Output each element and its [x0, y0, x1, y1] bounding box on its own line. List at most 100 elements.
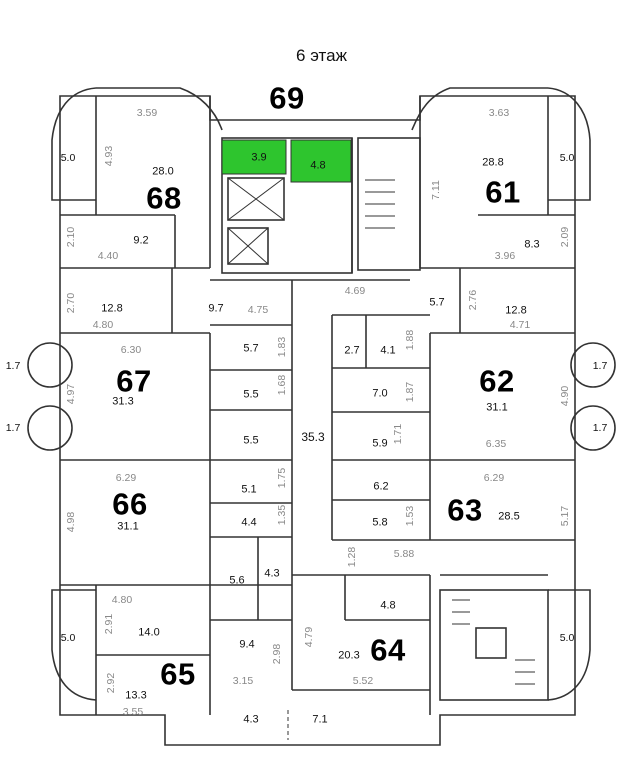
room-area: 4.4: [241, 516, 257, 529]
dimension: 2.09: [558, 226, 571, 248]
corridor-area: 35.3: [301, 430, 325, 444]
apartment-number: 67: [116, 363, 152, 399]
apartment-number: 61: [485, 174, 521, 210]
bay-top-right-2: [411, 87, 548, 131]
room-area: 3.9: [251, 151, 267, 164]
dimension: 4.69: [344, 284, 366, 297]
room-area: 9.7: [208, 302, 224, 315]
dimension: 2.10: [64, 226, 77, 248]
dimension: 5.0: [60, 631, 76, 644]
dimension: 1.7: [5, 421, 21, 434]
dimension: 3.96: [494, 249, 516, 262]
dimension: 7.1: [312, 713, 328, 726]
dimension: 4.3: [243, 713, 259, 726]
room-area: 12.8: [101, 302, 123, 315]
dimension: 4.93: [102, 145, 115, 167]
dimension: 4.80: [92, 318, 114, 331]
room-area: 28.0: [152, 165, 174, 178]
room-area: 9.2: [133, 234, 149, 247]
dimension: 4.40: [97, 249, 119, 262]
floor-title: 6 этаж: [296, 46, 347, 65]
dimension: 2.92: [104, 672, 117, 694]
room-area: 5.5: [243, 434, 259, 447]
dimension: 4.79: [302, 626, 315, 648]
bay-bottom-right: [547, 589, 591, 701]
dimension: 6.35: [485, 437, 507, 450]
dimension: 1.35: [275, 504, 288, 526]
room-area: 9.4: [239, 638, 255, 651]
room-area: 31.1: [117, 520, 139, 533]
room-area: 2.7: [344, 344, 360, 357]
dimension: 6.29: [483, 471, 505, 484]
room-area: 8.3: [524, 238, 540, 251]
dimension: 1.71: [391, 423, 404, 445]
room-area: 12.8: [505, 304, 527, 317]
round-bay: [570, 342, 616, 388]
dimension: 5.17: [558, 505, 571, 527]
dimension: 1.88: [403, 329, 416, 351]
highlight-room: [221, 139, 287, 175]
dimension: 4.98: [64, 511, 77, 533]
dimension: 3.63: [488, 106, 510, 119]
dimension: 1.87: [403, 381, 416, 403]
room-area: 13.3: [125, 689, 147, 702]
dimension: 5.0: [559, 151, 575, 164]
dimension: 2.70: [64, 292, 77, 314]
round-bay: [570, 405, 616, 451]
room-area: 4.8: [380, 599, 396, 612]
dimension: 5.88: [393, 547, 415, 560]
room-area: 5.8: [372, 516, 388, 529]
dimension: 1.28: [345, 546, 358, 568]
dimension: 4.80: [111, 593, 133, 606]
room-area: 5.7: [243, 342, 259, 355]
room-area: 5.6: [229, 574, 245, 587]
bay-top-left-2: [96, 87, 223, 131]
dimension: 3.55: [122, 705, 144, 718]
dimension: 6.29: [115, 471, 137, 484]
room-area: 14.0: [138, 626, 160, 639]
dimension: 1.75: [275, 467, 288, 489]
room-area: 31.1: [486, 401, 508, 414]
apartment-number: 68: [146, 180, 182, 216]
dimension: 2.76: [466, 289, 479, 311]
dimension: 1.68: [275, 374, 288, 396]
dimension: 1.7: [5, 359, 21, 372]
apartment-number: 63: [447, 492, 483, 528]
apartment-number: 69: [269, 80, 305, 116]
round-bay: [27, 405, 73, 451]
dimension: 4.75: [247, 303, 269, 316]
room-area: 20.3: [338, 649, 360, 662]
room-area: 5.7: [429, 296, 445, 309]
dimension: 1.7: [592, 421, 608, 434]
dimension: 6.30: [120, 343, 142, 356]
bay-top-right: [547, 87, 591, 201]
room-area: 4.1: [380, 344, 396, 357]
room-area: 6.2: [373, 480, 389, 493]
room-area: 5.1: [241, 483, 257, 496]
dimension: 7.11: [429, 180, 442, 200]
dimension: 5.0: [60, 151, 76, 164]
room-area: 31.3: [112, 395, 134, 408]
room-area: 5.5: [243, 388, 259, 401]
apartment-number: 64: [370, 632, 406, 668]
apartment-number: 65: [160, 656, 196, 692]
room-area: 7.0: [372, 387, 388, 400]
room-area: 28.8: [482, 156, 504, 169]
dimension: 5.0: [559, 631, 575, 644]
room-area: 4.3: [264, 567, 280, 580]
room-area: 4.8: [310, 159, 326, 172]
room-area: 5.9: [372, 437, 388, 450]
dimension: 3.59: [136, 106, 158, 119]
dimension: 4.97: [64, 383, 77, 405]
dimension: 1.53: [403, 505, 416, 527]
round-bay: [27, 342, 73, 388]
dimension: 5.52: [352, 674, 374, 687]
dimension: 1.7: [592, 359, 608, 372]
apartment-number: 62: [479, 363, 515, 399]
dimension: 3.15: [232, 674, 254, 687]
apartment-number: 66: [112, 486, 148, 522]
bay-bottom-left: [51, 589, 97, 701]
dimension: 2.98: [270, 643, 283, 665]
dimension: 2.91: [102, 613, 115, 635]
